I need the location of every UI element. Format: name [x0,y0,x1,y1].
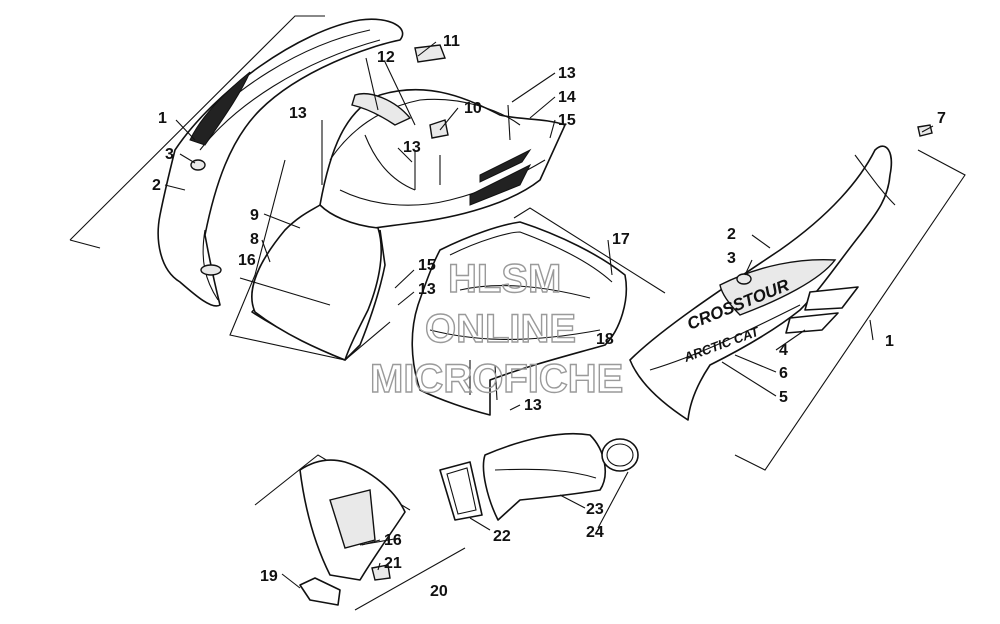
left-side-panel [157,18,404,307]
callout-21: 21 [384,555,402,572]
watermark: HLSM ONLINE MICROFICHE [369,256,624,401]
lower-front-group: 16 21 19 20 [254,454,466,611]
right-grommet-3 [736,273,752,285]
watermark-line-3: MICROFICHE [370,357,623,401]
callout-13-b: 13 [403,139,421,156]
callout-14: 14 [558,89,576,106]
watermark-line-1: HLSM [448,257,561,301]
decal-4b [785,312,839,334]
cap-11 [414,44,446,63]
callout-12: 12 [377,49,395,66]
callout-8: 8 [250,231,259,248]
callout-15-a: 15 [558,112,576,129]
storage-bin-17 [411,221,628,416]
callout-1-left: 1 [158,110,167,127]
callout-2-left: 2 [152,177,161,194]
callout-1-right: 1 [885,333,894,350]
callout-17: 17 [612,231,630,248]
callout-24: 24 [586,524,604,541]
callout-15-b: 15 [418,257,436,274]
bracket-19 [299,577,341,606]
visor-12 [351,93,412,126]
callout-13-e: 13 [524,397,542,414]
callout-7: 7 [937,110,946,127]
callout-5: 5 [779,389,788,406]
bracket-10 [429,119,449,139]
callout-13-a: 13 [289,105,307,122]
bin-frame [513,207,666,294]
watermark-line-2: ONLINE [425,307,576,351]
seal-22 [439,461,483,521]
right-panel-frame [734,149,966,471]
callout-20: 20 [430,583,448,600]
front-hood-group: 9 8 16 12 11 13 10 13 13 14 15 7 [229,33,946,361]
callout-22: 22 [493,528,511,545]
callout-19: 19 [260,568,278,585]
callout-13-d: 13 [418,281,436,298]
air-duct-group: 22 23 24 [439,432,639,545]
callout-16-bottom: 16 [384,532,402,549]
callout-18: 18 [596,331,614,348]
left-panel-vent [189,71,251,146]
grille-opening [329,489,376,549]
right-grille [719,258,837,316]
callout-3-left: 3 [165,146,174,163]
callout-6: 6 [779,365,788,382]
callout-23: 23 [586,501,604,518]
hood-frame [229,159,391,361]
clip-21 [371,564,391,581]
callout-2-right: 2 [727,226,736,243]
right-side-panel-group: CROSSTOUR ARCTIC CAT 2 3 1 4 6 5 [629,124,966,471]
left-panel-frame [69,15,325,241]
plug-8 [200,264,222,276]
decal-4 [804,286,859,311]
duct-23 [482,432,606,521]
callout-9: 9 [250,207,259,224]
callout-11: 11 [443,33,460,50]
callout-16-left: 16 [238,252,256,269]
callout-10: 10 [464,100,482,117]
callout-4: 4 [779,342,788,359]
callout-13-c: 13 [558,65,576,82]
storage-bin-group: 17 15 13 18 13 [394,207,666,416]
left-side-panel-group: 1 3 2 [69,15,404,307]
callout-3-right: 3 [727,250,736,267]
